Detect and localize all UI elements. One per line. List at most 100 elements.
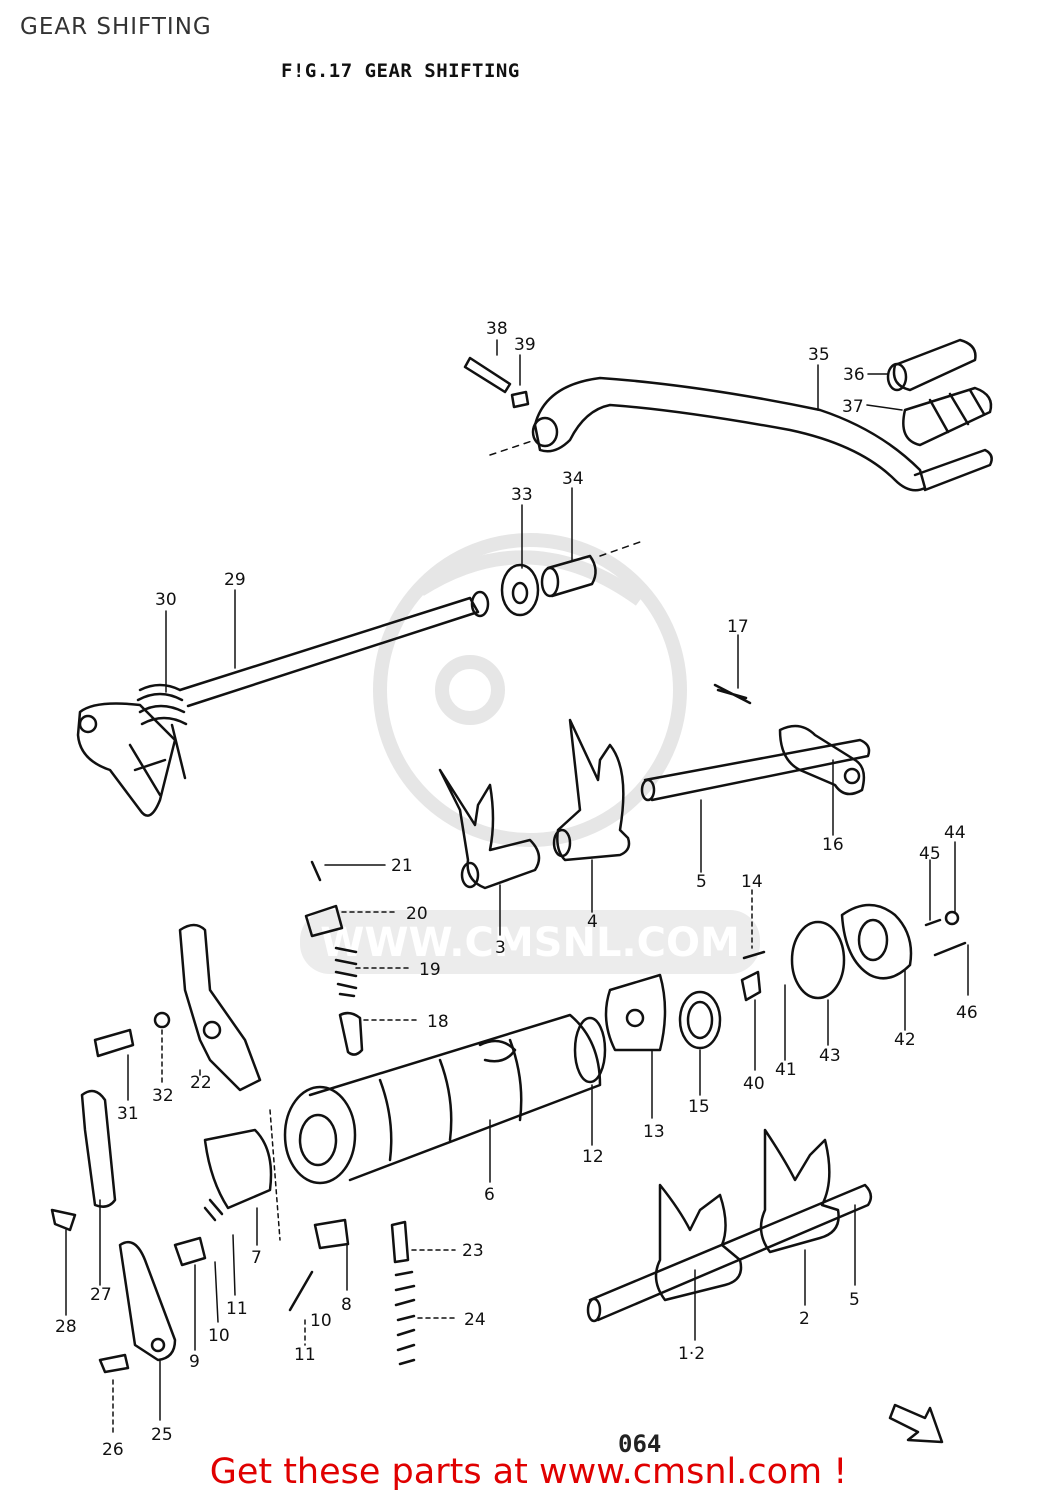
part-label: 30 xyxy=(155,590,177,610)
part-label: 20 xyxy=(406,904,428,924)
part-label: 5 xyxy=(849,1290,860,1310)
leader-lines xyxy=(65,339,969,1436)
part-label: 13 xyxy=(643,1122,665,1142)
part-label: 9 xyxy=(189,1352,200,1372)
shift-pedal xyxy=(531,376,993,492)
part-label: 1·2 xyxy=(678,1344,705,1364)
gearshift-shaft xyxy=(76,590,490,817)
part-label: 10 xyxy=(310,1311,332,1331)
part-label: 4 xyxy=(587,912,598,932)
cam-guide-plate xyxy=(80,1089,117,1208)
part-label: 36 xyxy=(843,365,865,385)
part-label: 7 xyxy=(251,1248,262,1268)
part-label: 6 xyxy=(484,1185,495,1205)
part-label: 23 xyxy=(462,1241,484,1261)
pawl xyxy=(173,1236,207,1267)
bearing-washer xyxy=(740,970,762,1002)
shift-fork-center xyxy=(552,718,631,862)
gearshift-arm xyxy=(178,923,262,1092)
figure-title: F!G.17 GEAR SHIFTING xyxy=(281,60,520,82)
drum-cover xyxy=(840,903,913,980)
part-label: 34 xyxy=(562,469,584,489)
neutral-spring xyxy=(394,1270,416,1366)
part-label: 11 xyxy=(226,1299,248,1319)
stopper-spring-small xyxy=(334,946,358,998)
shift-fork-left xyxy=(438,768,541,890)
neutral-pin xyxy=(390,1220,410,1264)
pedal-rubber-upper xyxy=(886,338,977,392)
stopper-pin xyxy=(310,860,322,882)
part-label: 45 xyxy=(919,844,941,864)
part-label: 15 xyxy=(688,1097,710,1117)
arm-washer xyxy=(153,1011,171,1029)
pedal-rubber-lower xyxy=(902,386,993,447)
part-label: 44 xyxy=(944,823,966,843)
part-label: 12 xyxy=(582,1147,604,1167)
cover-bolt xyxy=(933,941,967,957)
part-label: 32 xyxy=(152,1086,174,1106)
part-label: 10 xyxy=(208,1326,230,1346)
watermark-logo xyxy=(373,533,687,847)
stopper-cam-pin xyxy=(338,1011,364,1056)
part-label: 29 xyxy=(224,570,246,590)
part-number-labels: 38 39 35 36 37 33 34 30 29 17 16 5 3 4 2… xyxy=(55,319,978,1460)
pawl-spring xyxy=(203,1198,224,1222)
part-label: 28 xyxy=(55,1317,77,1337)
part-label: 43 xyxy=(819,1046,841,1066)
pawl-spring-lower xyxy=(288,1270,314,1312)
arm-bolt xyxy=(93,1028,135,1058)
stopper-plate xyxy=(778,724,866,796)
return-spring xyxy=(136,683,188,780)
bush-dash-line xyxy=(599,541,641,557)
part-label: 27 xyxy=(90,1285,112,1305)
shift-drum xyxy=(283,1013,602,1185)
needle-bearing xyxy=(678,990,722,1050)
part-label: 38 xyxy=(486,319,508,339)
part-label: 8 xyxy=(341,1295,352,1315)
pedal-bolt xyxy=(463,356,512,394)
part-label: 35 xyxy=(808,345,830,365)
pedal-washer xyxy=(510,390,530,409)
cover-screw-head xyxy=(944,910,960,926)
cam-driven-gear xyxy=(203,1128,273,1210)
part-label: 16 xyxy=(822,835,844,855)
cam-stopper-spring xyxy=(713,683,752,705)
part-label: 21 xyxy=(391,856,413,876)
drum-stopper-cam xyxy=(604,973,667,1052)
front-arrow-icon xyxy=(888,1403,944,1444)
part-label: 11 xyxy=(294,1345,316,1365)
pedal-dash-line xyxy=(489,439,536,456)
watermark-band xyxy=(300,910,760,974)
pawl-pin xyxy=(313,1218,350,1250)
part-label: 31 xyxy=(117,1104,139,1124)
part-label: 19 xyxy=(419,960,441,980)
part-label: 46 xyxy=(956,1003,978,1023)
watermark-text: WWW.CMSNL.COM xyxy=(320,920,740,966)
part-label: 26 xyxy=(102,1440,124,1460)
guide-screw-lower xyxy=(98,1353,130,1374)
part-label: 22 xyxy=(190,1073,212,1093)
part-label: 24 xyxy=(464,1310,486,1330)
part-label: 37 xyxy=(842,397,864,417)
stopper-plate-small xyxy=(304,904,344,938)
fork-shaft-lower xyxy=(586,1183,873,1323)
part-label: 2 xyxy=(799,1309,810,1329)
call-to-action-link[interactable]: Get these parts at www.cmsnl.com ! xyxy=(209,1452,848,1492)
part-label: 14 xyxy=(741,872,763,892)
part-label: 18 xyxy=(427,1012,449,1032)
pawl-lifter-plate xyxy=(118,1240,177,1362)
part-label: 25 xyxy=(151,1425,173,1445)
fork-shaft-upper xyxy=(640,738,871,802)
part-label: 5 xyxy=(696,872,707,892)
part-label: 40 xyxy=(743,1074,765,1094)
drum-pin xyxy=(742,950,766,960)
part-label: 42 xyxy=(894,1030,916,1050)
shaft-bush xyxy=(540,554,597,598)
part-label: 41 xyxy=(775,1060,797,1080)
o-ring xyxy=(790,920,846,1000)
part-label: 3 xyxy=(495,938,506,958)
page-code: 064 xyxy=(618,1430,662,1458)
cover-washer xyxy=(924,918,942,927)
part-label: 39 xyxy=(514,335,536,355)
page-title: GEAR SHIFTING xyxy=(20,14,212,40)
